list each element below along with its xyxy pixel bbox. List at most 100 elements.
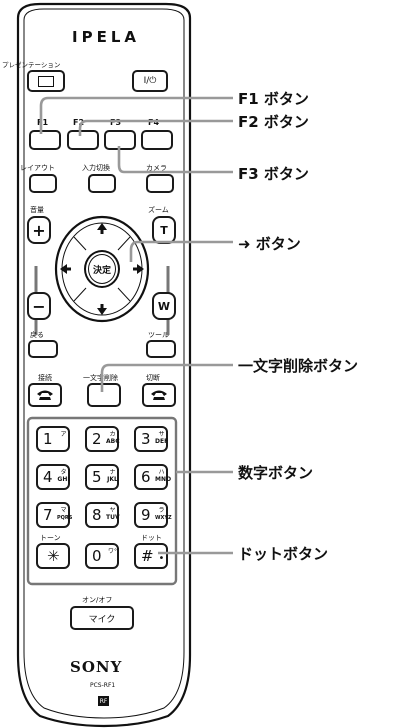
input-switch-button[interactable] [88, 174, 116, 193]
key-hash-dot[interactable]: #• [134, 543, 168, 569]
key-digit: 9 [141, 506, 151, 524]
rf-badge: RF [98, 696, 109, 706]
key-digit: 2 [92, 430, 102, 448]
enter-button[interactable]: 決定 [84, 250, 120, 288]
arrow-right-icon[interactable] [133, 264, 144, 274]
power-label: I/⏻ [143, 76, 157, 86]
camera-button[interactable] [146, 174, 174, 193]
key-digit: 8 [92, 506, 102, 524]
key-digit: 5 [92, 468, 102, 486]
star-glyph: ✳ [47, 547, 60, 565]
volume-down-button[interactable]: − [27, 292, 51, 320]
back-label: 戻る [30, 331, 44, 339]
hash-glyph: # [141, 547, 154, 565]
key-latin: WXYZ [155, 515, 172, 521]
disconnect-button[interactable] [142, 383, 176, 407]
f4-key-label: F4 [148, 118, 160, 127]
key-digit: 3 [141, 430, 151, 448]
back-button[interactable] [28, 340, 58, 358]
arrow-up-icon[interactable] [97, 223, 107, 234]
key-kana: カ [109, 431, 116, 438]
key-kana: サ [158, 431, 165, 438]
tool-label: ツール [148, 331, 169, 339]
callout-f1: F1 ボタン [238, 90, 309, 108]
key-kana: ワ° [107, 548, 117, 555]
zoom-label: ズーム [148, 206, 169, 214]
tool-button[interactable] [146, 340, 176, 358]
onoff-label: オン/オフ [82, 596, 113, 604]
layout-label: レイアウト [20, 164, 55, 172]
key-digit: 0 [92, 547, 102, 565]
plus-sign: + [32, 220, 46, 240]
f3-key-label: F3 [110, 118, 122, 127]
zoom-wide-button[interactable]: W [152, 292, 176, 320]
enter-inner-ring: 決定 [88, 254, 116, 284]
power-button[interactable]: I/⏻ [132, 70, 168, 92]
phone-hangup-icon [151, 390, 167, 400]
f2-button[interactable] [67, 130, 99, 150]
presentation-label: プレゼンテーション [2, 61, 61, 69]
arrow-left-icon[interactable] [60, 264, 71, 274]
zoom-w-label: W [157, 299, 171, 313]
callout-number: 数字ボタン [238, 464, 314, 482]
key-latin: DEF [155, 438, 169, 445]
key-latin: PQRS [57, 515, 73, 521]
f2-key-label: F2 [73, 118, 85, 127]
callout-arrow: ➜ ボタン [238, 235, 301, 253]
f3-button[interactable] [104, 130, 136, 150]
key-0[interactable]: 0 ワ° [85, 543, 119, 569]
monitor-icon [38, 75, 54, 87]
f4-button[interactable] [141, 130, 173, 150]
callout-delete: 一文字削除ボタン [238, 357, 359, 375]
ipela-logo: IPELA [72, 28, 140, 46]
key-latin: ABC [106, 438, 120, 445]
mic-button[interactable]: マイク [70, 606, 134, 630]
key-star[interactable]: ✳ [36, 543, 70, 569]
zoom-t-label: T [160, 223, 168, 237]
model-label: PCS-RF1 [90, 682, 116, 689]
callout-f2: F2 ボタン [238, 113, 309, 131]
key-digit: 6 [141, 468, 151, 486]
key-kana: マ [60, 507, 67, 514]
key-kana: ラ [158, 507, 165, 514]
volume-label: 音量 [30, 206, 44, 214]
key-digit: 1 [43, 430, 53, 448]
connect-button[interactable] [28, 383, 62, 407]
volume-up-button[interactable]: + [27, 216, 51, 244]
callout-f3: F3 ボタン [238, 165, 309, 183]
phone-pickup-icon [37, 390, 53, 400]
key-latin: TUV [106, 514, 120, 521]
f1-key-label: F1 [37, 118, 49, 127]
disconnect-label: 切断 [146, 374, 160, 382]
minus-sign: − [32, 296, 46, 316]
arrow-down-icon[interactable] [97, 304, 107, 315]
rf-badge-text: RF [99, 697, 108, 705]
key-kana: タ [60, 469, 67, 476]
callout-dot: ドットボタン [238, 545, 329, 563]
sony-logo: SONY [70, 658, 123, 676]
delete-char-button[interactable] [87, 383, 121, 407]
key-kana: ヤ [109, 507, 116, 514]
zoom-tele-button[interactable]: T [152, 216, 176, 244]
connect-label: 接続 [38, 374, 52, 382]
input-switch-label: 入力切換 [82, 164, 110, 172]
key-digit: 7 [43, 506, 53, 524]
dot-label: ドット [141, 534, 162, 542]
layout-button[interactable] [29, 174, 57, 193]
enter-label: 決定 [92, 265, 111, 276]
key-latin: MNO [155, 476, 172, 483]
f1-button[interactable] [29, 130, 61, 150]
tone-label: トーン [40, 534, 61, 542]
presentation-button[interactable] [27, 70, 65, 92]
key-kana: ナ [109, 469, 116, 476]
key-latin: GHI [57, 476, 70, 483]
